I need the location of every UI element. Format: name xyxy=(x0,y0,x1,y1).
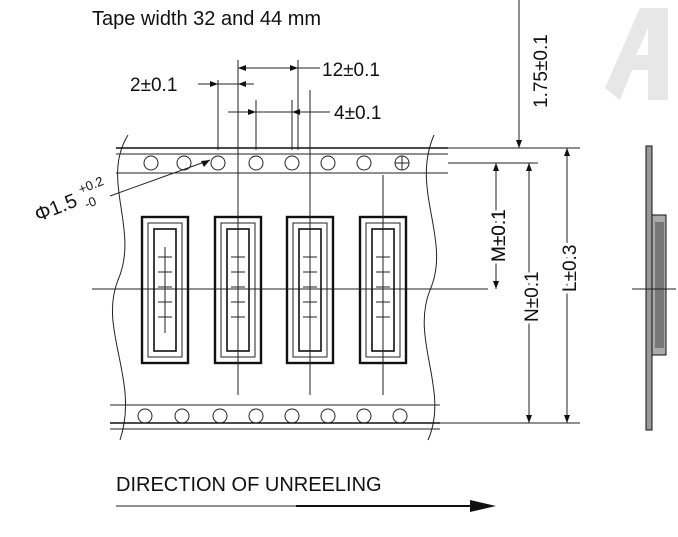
dim-edge-to-hole: 1.75±0.1 xyxy=(531,34,552,108)
component-pocket xyxy=(140,215,190,365)
hole-dia-leader xyxy=(109,159,211,197)
top-dimension-lines xyxy=(198,60,330,150)
dim-hole-diameter: Φ1.5 +0.2 -0 xyxy=(32,173,106,227)
title-text: Tape width 32 and 44 mm xyxy=(92,8,321,30)
tape-left-break xyxy=(111,134,129,441)
tape-right-break xyxy=(423,134,438,441)
sprocket-holes-bottom xyxy=(137,408,408,424)
svg-text:Φ1.5: Φ1.5 xyxy=(32,190,81,227)
sprocket-holes-top xyxy=(143,155,410,171)
direction-arrowhead xyxy=(470,500,496,512)
dim-hole-offset: 2±0.1 xyxy=(130,75,177,96)
svg-text:-0: -0 xyxy=(82,193,98,211)
tape-side-view xyxy=(632,145,676,431)
dim-n: N±0.1 xyxy=(522,271,543,322)
dim-hole-pitch: 4±0.1 xyxy=(334,103,381,124)
dim-m: M±0.1 xyxy=(489,209,510,262)
pocket-centerlines xyxy=(237,60,384,395)
right-dimension-lines xyxy=(440,0,580,424)
dim-l-bg: L±0.3 xyxy=(560,245,581,292)
watermark-logo xyxy=(605,8,668,100)
dim-n-bg: N±0.1 xyxy=(522,271,543,322)
dim-m-label: M±0.1 xyxy=(489,209,510,262)
direction-label: DIRECTION OF UNREELING xyxy=(116,474,382,496)
carrier-tape xyxy=(92,134,488,441)
dim-pitch: 12±0.1 xyxy=(322,60,380,81)
dim-l: L±0.3 xyxy=(560,245,581,292)
